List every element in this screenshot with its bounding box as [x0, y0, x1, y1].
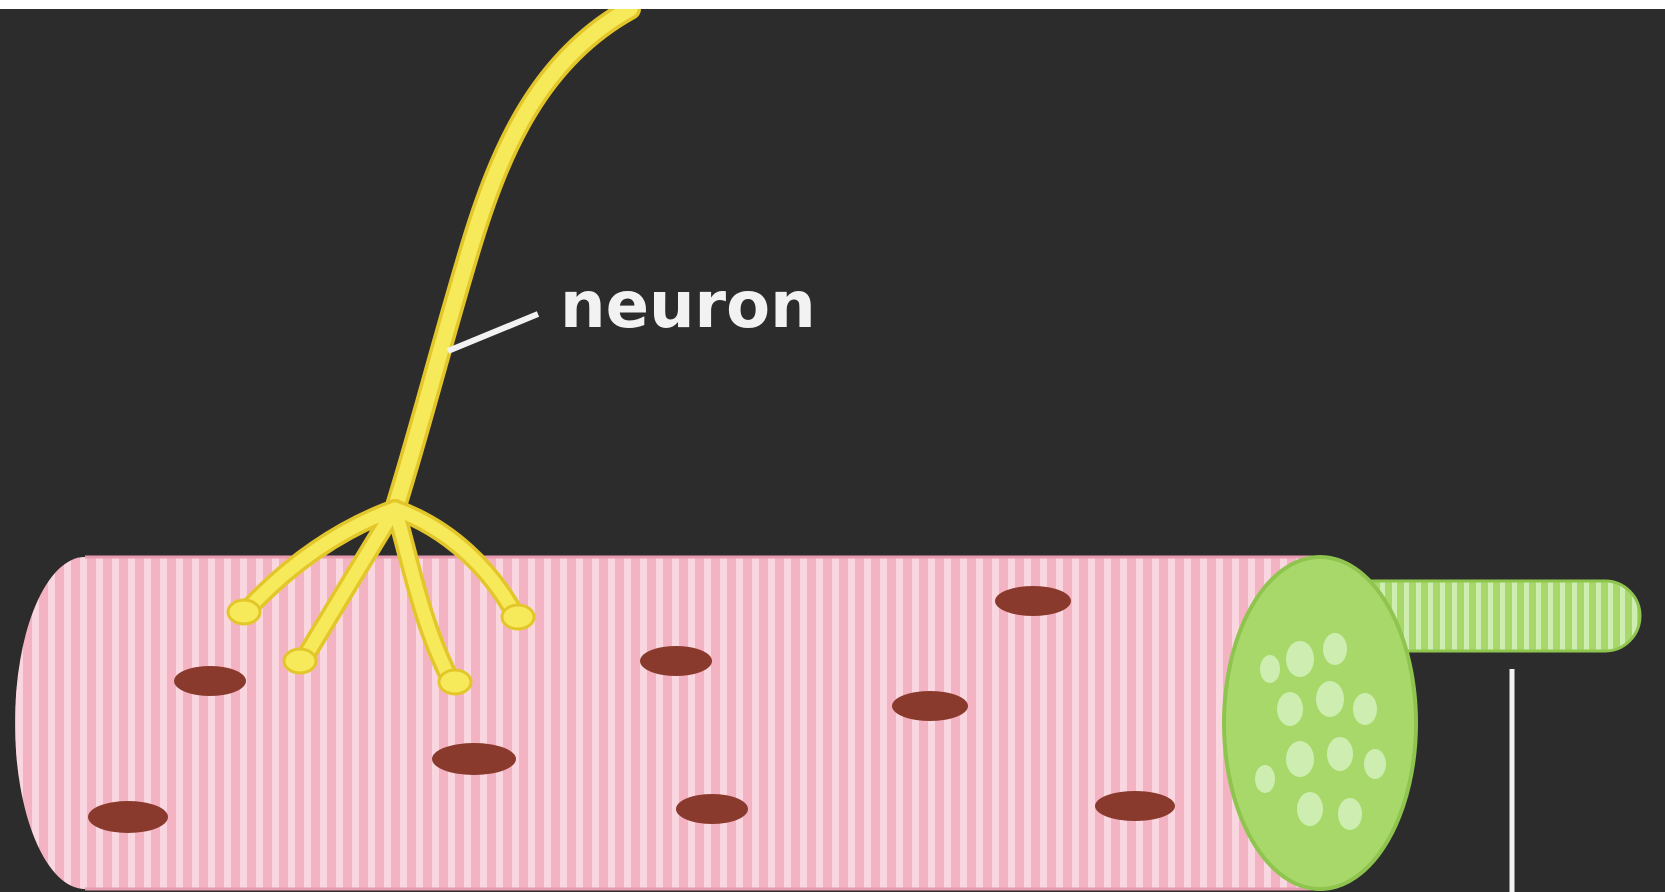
neuron-leader-line: [448, 314, 538, 351]
muscle-fiber-striations: [0, 557, 1320, 892]
neuromuscular-diagram: neuron: [0, 9, 1665, 892]
nucleus: [174, 666, 246, 696]
neuron-axon: [395, 9, 630, 509]
nucleus: [892, 691, 968, 721]
nucleus: [640, 646, 712, 676]
nucleus: [676, 794, 748, 824]
fiber-cross-section: [1224, 557, 1416, 889]
muscle-fiber: [0, 557, 1320, 892]
nucleus: [1095, 791, 1175, 821]
nucleus: [432, 743, 516, 775]
nucleus: [995, 586, 1071, 616]
neuron-label: neuron: [560, 269, 816, 343]
nucleus: [88, 801, 168, 833]
